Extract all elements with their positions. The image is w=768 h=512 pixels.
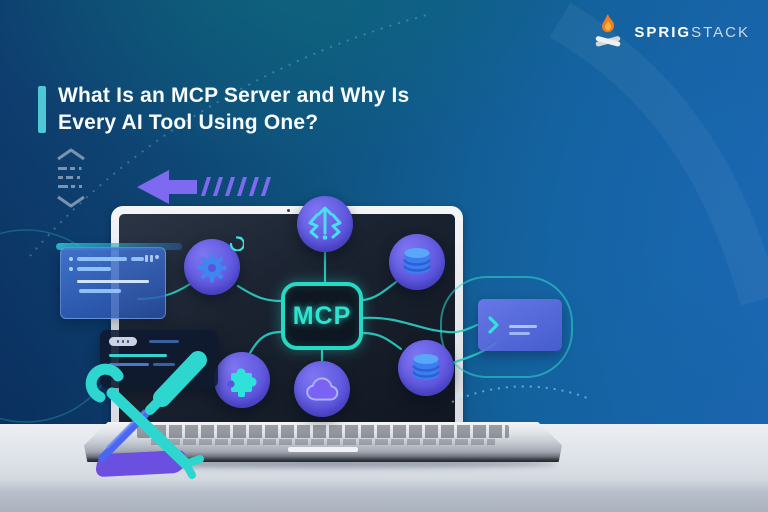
node-settings [184,236,244,295]
terminal-card [478,299,562,351]
cloud-icon [306,377,339,401]
code-line [69,267,157,271]
window-header [109,337,209,346]
database-icon [403,248,431,274]
keyboard-row [150,439,496,445]
mcp-hub-label: MCP [292,301,352,330]
traffic-dots [109,337,137,346]
campfire-icon [596,14,621,47]
puzzle-icon [227,368,257,397]
node-cloud [294,361,350,417]
sort-widget-icon [57,148,85,208]
brand-name-secondary: STACK [691,23,750,41]
node-database-bottom [398,340,454,396]
brand-logo: SPRIGSTACK [590,12,750,52]
webcam-dot [287,209,290,212]
protocol-icon [308,206,342,240]
node-database-top [389,234,445,290]
crossed-tools-icon [85,351,207,479]
title-line-1: What Is an MCP Server and Why Is [58,84,410,107]
gear-icon [197,253,227,283]
headline-accent-bar [38,86,46,133]
code-window [60,247,166,319]
node-protocol [297,196,353,252]
keyboard [136,425,510,438]
laptop-shadow [95,459,557,468]
terminal-prompt-icon [488,316,499,334]
brand-name: SPRIGSTACK [634,24,750,41]
database-icon [412,354,440,380]
code-line [69,257,157,261]
sparkle-icon [228,235,244,251]
code-divider [69,280,157,283]
code-line [109,354,209,357]
page-title: What Is an MCP Server and Why Is Every AI… [58,82,409,136]
mcp-hub: MCP [281,282,363,350]
trackpad-notch [288,447,358,452]
code-line [79,289,157,293]
headline: What Is an MCP Server and Why Is Every AI… [38,82,409,136]
code-line [109,363,209,366]
window-controls [145,255,159,262]
left-arrow-icon [137,170,271,204]
glow-strip [56,243,182,250]
title-line-2: Every AI Tool Using One? [58,111,319,134]
terminal-lines [509,325,537,335]
node-plugin [214,352,270,408]
brand-name-primary: SPRIG [634,23,692,41]
